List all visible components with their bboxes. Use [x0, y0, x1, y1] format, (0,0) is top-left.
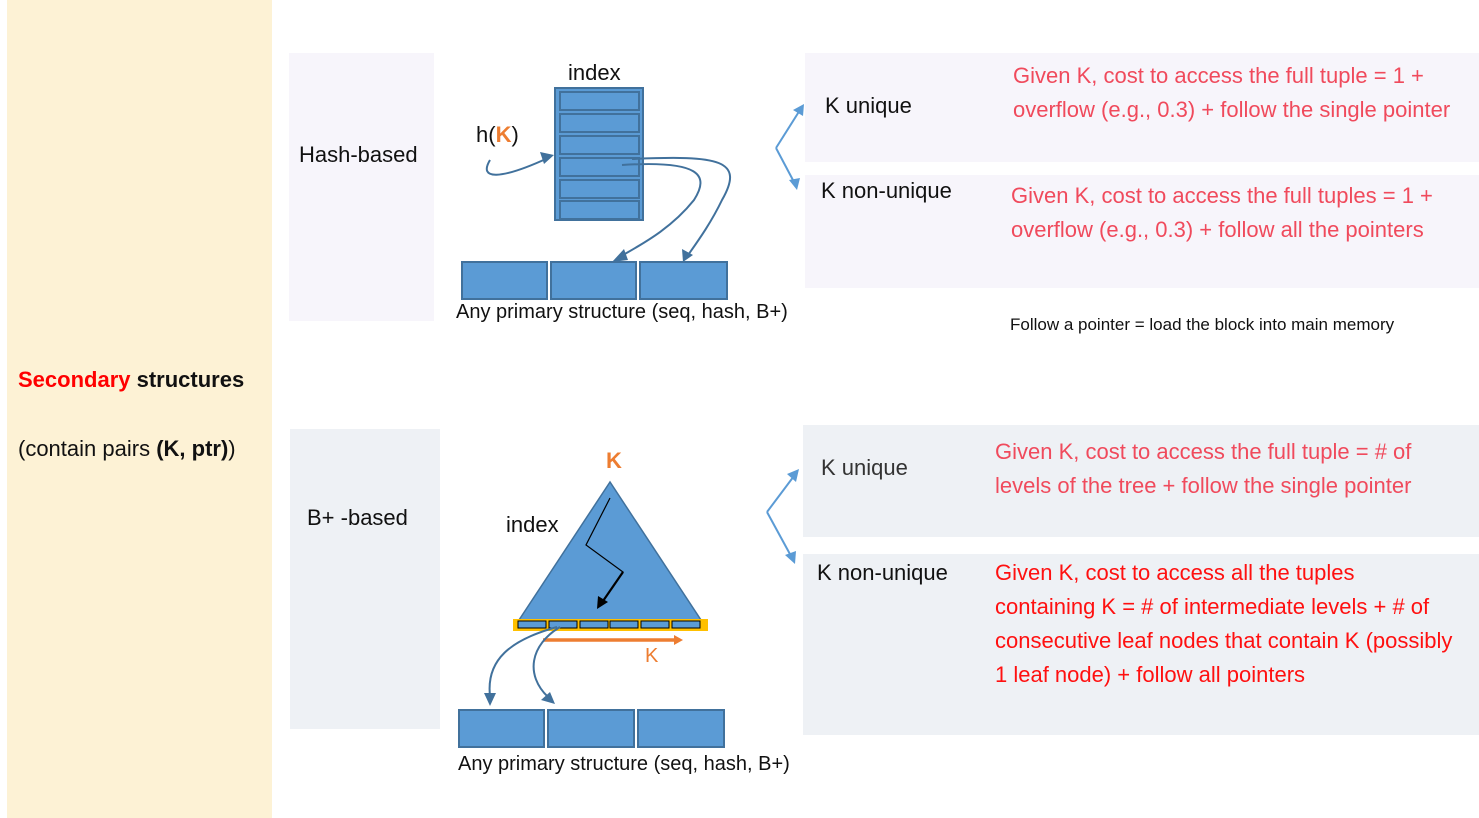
sidebar-subtitle-pre: (contain pairs	[18, 436, 157, 461]
hash-bucket	[559, 157, 640, 177]
branch-arrow-nonunique	[775, 147, 795, 183]
bplus-case-nonunique-label: K non-unique	[817, 560, 948, 585]
sidebar-title: Secondary structures	[18, 367, 244, 393]
bplus-case-unique-label: K unique	[821, 455, 908, 480]
hash-function-label: h(K)	[476, 122, 519, 148]
search-arrowhead-icon	[597, 596, 608, 609]
hash-function-arrow	[485, 157, 549, 176]
pointer-arrowhead-icon	[612, 249, 628, 262]
hash-pointer-1	[617, 163, 702, 259]
sidebar-subtitle: (contain pairs (K, ptr))	[18, 432, 258, 466]
bplus-root-key: K	[606, 448, 622, 473]
hash-fn-key: K	[495, 122, 512, 147]
leaf-node	[671, 620, 701, 629]
primary-block	[639, 261, 728, 300]
hash-case-nonunique-row	[805, 175, 1479, 288]
bplus-index-label: index	[506, 512, 559, 537]
hash-case-unique-cost: Given K, cost to access the full tuple =…	[1013, 63, 1451, 122]
hash-primary-label: Any primary structure (seq, hash, B+)	[456, 301, 788, 323]
pointer-arrowhead-icon	[541, 692, 555, 704]
hash-index-label: index	[568, 60, 621, 85]
pointer-arrowhead-icon	[484, 693, 496, 706]
bplus-primary-label: Any primary structure (seq, hash, B+)	[458, 753, 790, 775]
bplus-case-unique-cost: Given K, cost to access the full tuple =…	[995, 439, 1412, 498]
hash-case-nonunique-cost: Given K, cost to access the full tuples …	[1011, 183, 1433, 242]
hash-fn-suffix: )	[511, 122, 519, 147]
pointer-note: Follow a pointer = load the block into m…	[1010, 315, 1395, 334]
branch-arrow-unique	[766, 475, 795, 513]
hash-bucket	[559, 200, 640, 220]
leaf-node	[517, 620, 547, 629]
hash-category-label: Hash-based	[299, 142, 418, 167]
hash-bucket	[559, 135, 640, 155]
hash-bucket	[559, 113, 640, 133]
primary-block	[547, 709, 635, 748]
pointer-arrowhead-icon	[682, 249, 693, 262]
hash-case-unique-label: K unique	[825, 93, 912, 118]
branch-arrow-nonunique	[766, 511, 792, 557]
leaf-node	[640, 620, 670, 629]
leaf-node	[548, 620, 578, 629]
hash-case-unique-row	[805, 53, 1479, 162]
hash-index-buckets	[559, 91, 640, 220]
primary-block	[458, 709, 545, 748]
hash-bucket	[559, 91, 640, 111]
branch-arrowhead-icon	[787, 469, 799, 482]
bplus-category-box	[290, 429, 440, 729]
primary-block	[550, 261, 637, 300]
primary-block	[461, 261, 548, 300]
primary-block	[637, 709, 725, 748]
bplus-leaf-nodes	[517, 620, 701, 629]
hash-arrowhead-icon	[540, 152, 554, 164]
sidebar-title-accent: Secondary	[18, 367, 131, 392]
sidebar-title-rest: structures	[130, 367, 245, 392]
sidebar-panel	[7, 0, 272, 818]
bplus-pointer-1	[488, 626, 558, 697]
branch-arrowhead-icon	[793, 104, 804, 116]
bplus-leaf-key: K	[645, 645, 659, 667]
bplus-case-nonunique-row	[803, 554, 1479, 735]
hash-bucket	[559, 179, 640, 199]
hash-case-nonunique-label: K non-unique	[821, 178, 952, 203]
leaf-node	[609, 620, 639, 629]
branch-arrowhead-icon	[785, 551, 796, 564]
bplus-case-unique-row	[803, 425, 1479, 537]
sidebar-subtitle-pair: (K, ptr)	[156, 436, 229, 461]
hash-category-box	[289, 53, 434, 321]
leaf-node	[579, 620, 609, 629]
bplus-category-label: B+ -based	[307, 505, 408, 530]
sidebar-subtitle-post: )	[228, 436, 236, 461]
hash-fn-prefix: h(	[476, 122, 496, 147]
bplus-tree-triangle	[517, 480, 703, 621]
bplus-search-arrow	[602, 571, 624, 602]
branch-arrow-unique	[775, 109, 801, 149]
bplus-pointer-2	[532, 626, 561, 698]
hash-pointer-2	[631, 156, 732, 259]
bplus-case-nonunique-cost: Given K, cost to access all the tuples c…	[995, 560, 1453, 687]
scan-arrowhead-icon	[674, 635, 683, 645]
branch-arrowhead-icon	[789, 178, 800, 190]
